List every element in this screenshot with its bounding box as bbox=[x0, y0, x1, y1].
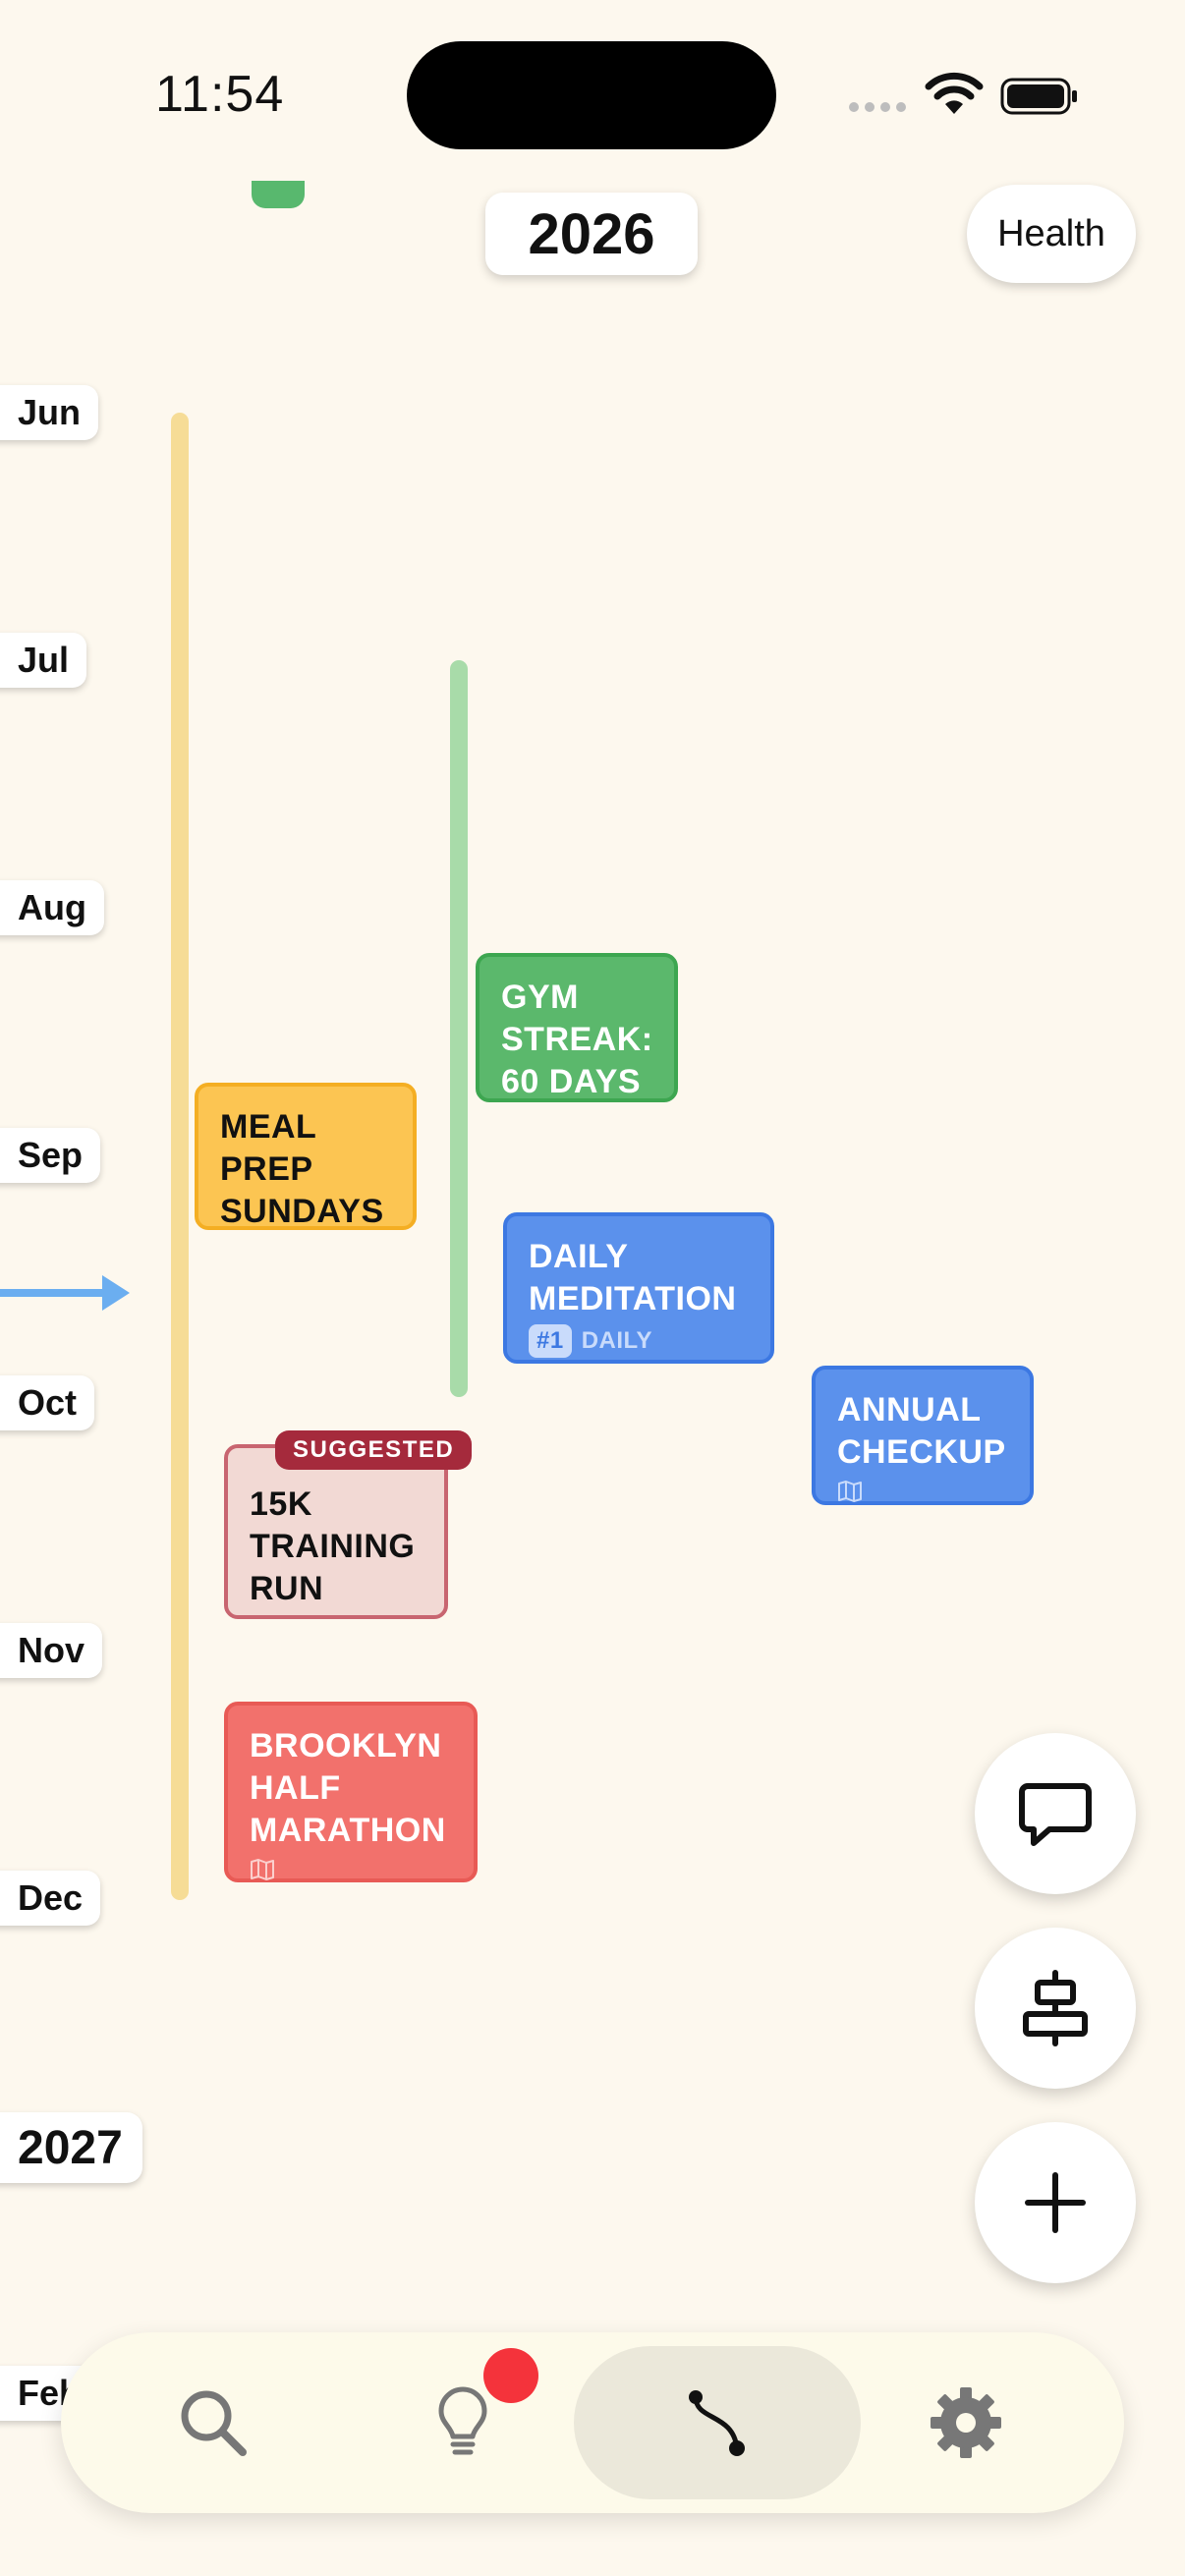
month-label-sep: Sep bbox=[0, 1128, 101, 1183]
suggested-badge: SUGGESTED bbox=[275, 1430, 473, 1470]
map-icon bbox=[838, 1481, 862, 1502]
notification-badge bbox=[483, 2348, 538, 2403]
year-marker-2027: 2027 bbox=[0, 2112, 142, 2183]
category-filter-button[interactable]: Health bbox=[967, 185, 1136, 283]
tab-bar bbox=[61, 2332, 1124, 2513]
current-date-arrow-icon bbox=[0, 1275, 130, 1311]
tab-ideas[interactable] bbox=[399, 2332, 527, 2513]
event-card-annual-checkup[interactable]: ANNUAL CHECKUP bbox=[812, 1366, 1034, 1505]
rank-badge: #1 bbox=[529, 1324, 572, 1358]
month-label-oct: Oct bbox=[0, 1375, 95, 1430]
plus-icon bbox=[1025, 2172, 1086, 2233]
gear-icon bbox=[931, 2387, 1001, 2458]
chat-bubble-icon bbox=[1019, 1783, 1092, 1846]
chat-button[interactable] bbox=[975, 1733, 1136, 1894]
align-center-icon bbox=[1023, 1970, 1088, 2046]
lightbulb-icon bbox=[438, 2386, 487, 2455]
timeline-bar-green bbox=[450, 660, 468, 1397]
year-label: 2026 bbox=[485, 193, 698, 275]
event-card-15k-training-run[interactable]: 15K TRAINING RUN bbox=[224, 1444, 448, 1619]
dynamic-island bbox=[407, 41, 776, 149]
timeline-bar-yellow bbox=[171, 413, 189, 1900]
search-icon bbox=[181, 2390, 247, 2456]
month-label-aug: Aug bbox=[0, 880, 104, 935]
tab-settings[interactable] bbox=[902, 2332, 1030, 2513]
path-icon bbox=[689, 2390, 745, 2456]
tab-search[interactable] bbox=[149, 2332, 277, 2513]
map-icon bbox=[251, 1859, 274, 1880]
event-card-gym-streak[interactable]: GYM STREAK: 60 DAYS bbox=[476, 953, 678, 1102]
event-card-daily-meditation[interactable]: DAILY MEDITATION #1 DAILY bbox=[503, 1212, 774, 1364]
status-time: 11:54 bbox=[155, 66, 285, 123]
event-card-brooklyn-half-marathon[interactable]: BROOKLYN HALF MARATHON bbox=[224, 1702, 478, 1882]
add-button[interactable] bbox=[975, 2122, 1136, 2283]
cellular-signal-icon bbox=[849, 102, 906, 112]
frequency-label: DAILY bbox=[581, 1327, 652, 1354]
wifi-icon bbox=[925, 72, 984, 114]
tab-timeline[interactable] bbox=[574, 2346, 861, 2499]
align-center-button[interactable] bbox=[975, 1928, 1136, 2089]
month-label-jul: Jul bbox=[0, 633, 87, 688]
event-card-meal-prep[interactable]: MEAL PREP SUNDAYS bbox=[195, 1083, 417, 1230]
meditation-tags: #1 DAILY bbox=[529, 1324, 749, 1358]
timeline-bar-green-top bbox=[252, 181, 305, 208]
month-label-jun: Jun bbox=[0, 385, 99, 440]
battery-icon bbox=[1000, 78, 1077, 115]
month-label-dec: Dec bbox=[0, 1871, 101, 1926]
month-label-nov: Nov bbox=[0, 1623, 103, 1678]
